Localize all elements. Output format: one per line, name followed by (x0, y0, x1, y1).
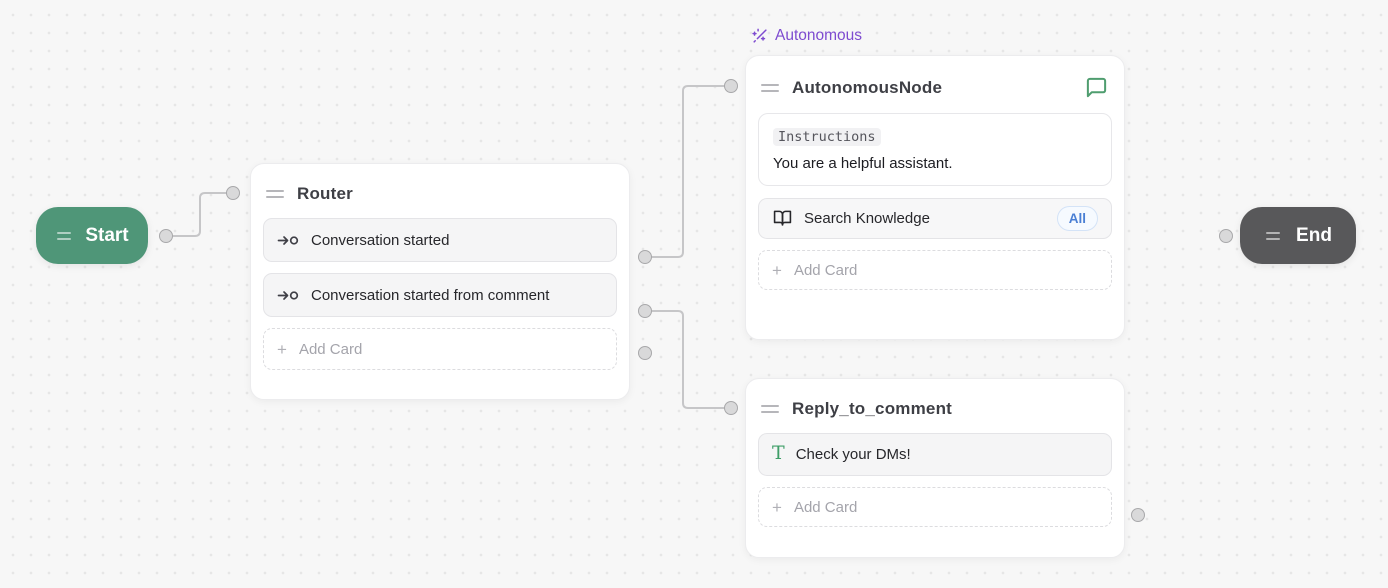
start-node-label: Start (85, 224, 129, 246)
comment-icon[interactable] (1085, 76, 1108, 99)
text-icon: T (772, 442, 785, 464)
end-node[interactable]: End (1240, 207, 1356, 264)
card-label: Search Knowledge (804, 210, 930, 227)
trigger-icon (277, 289, 300, 302)
port-start-output[interactable] (159, 229, 173, 243)
port-conversation-started-output[interactable] (638, 250, 652, 264)
open-book-icon (772, 209, 793, 228)
drag-handle-icon[interactable] (55, 231, 73, 240)
instructions-chip: Instructions (773, 128, 881, 146)
add-card-label: Add Card (793, 261, 858, 279)
router-node-header: Router (251, 164, 629, 218)
drag-handle-icon[interactable] (761, 83, 779, 92)
add-card-label: Add Card (298, 340, 363, 358)
port-reply-input[interactable] (724, 401, 738, 415)
router-node[interactable]: Router Conversation started Conversation… (250, 163, 630, 400)
instructions-value: You are a helpful assistant. (773, 155, 953, 172)
port-router-add-card-output[interactable] (638, 346, 652, 360)
port-router-input[interactable] (226, 186, 240, 200)
knowledge-scope-badge[interactable]: All (1056, 206, 1098, 231)
card-label: Check your DMs! (795, 446, 911, 463)
wand-sparkles-icon (751, 28, 768, 45)
reply-to-comment-node[interactable]: Reply_to_comment T Check your DMs! + Add… (745, 378, 1125, 558)
reply-node-header: Reply_to_comment (746, 379, 1124, 433)
search-knowledge-card[interactable]: Search Knowledge All (758, 198, 1112, 239)
drag-handle-icon[interactable] (266, 190, 284, 198)
card-label: Conversation started (311, 231, 450, 249)
edge-conversation-started-to-autonomousnode[interactable] (645, 85, 731, 258)
autonomous-tag-label: Autonomous (775, 27, 863, 44)
edge-conversation-started-from-comment-to-reply[interactable] (645, 310, 731, 409)
port-reply-output[interactable] (1131, 508, 1145, 522)
text-card-check-your-dms[interactable]: T Check your DMs! (758, 433, 1112, 476)
router-node-title: Router (297, 184, 353, 203)
reply-add-card-button[interactable]: + Add Card (758, 487, 1112, 527)
reply-node-title: Reply_to_comment (792, 399, 953, 418)
drag-handle-icon[interactable] (761, 405, 779, 413)
plus-icon: + (772, 497, 782, 517)
router-card-conversation-started[interactable]: Conversation started (263, 218, 617, 262)
router-card-conversation-started-from-comment[interactable]: Conversation started from comment (263, 273, 617, 317)
port-conversation-started-from-comment-output[interactable] (638, 304, 652, 318)
autonomous-node[interactable]: AutonomousNode Instructions You are a he… (745, 55, 1125, 340)
port-autonomous-input[interactable] (724, 79, 738, 93)
autonomous-node-header: AutonomousNode (746, 56, 1124, 113)
add-card-label: Add Card (793, 498, 858, 516)
end-node-label: End (1296, 224, 1332, 246)
start-node[interactable]: Start (36, 207, 148, 264)
card-label: Conversation started from comment (311, 286, 550, 304)
autonomous-tag: Autonomous (751, 27, 862, 45)
port-end-input[interactable] (1219, 229, 1233, 243)
autonomous-node-title: AutonomousNode (792, 77, 943, 97)
plus-icon: + (277, 339, 287, 359)
edge-start-to-router[interactable] (166, 192, 233, 237)
plus-icon: + (772, 260, 782, 280)
instructions-card[interactable]: Instructions You are a helpful assistant… (758, 113, 1112, 186)
drag-handle-icon[interactable] (1264, 231, 1282, 240)
router-add-card-button[interactable]: + Add Card (263, 328, 617, 370)
autonomous-add-card-button[interactable]: + Add Card (758, 250, 1112, 290)
trigger-icon (277, 234, 300, 247)
